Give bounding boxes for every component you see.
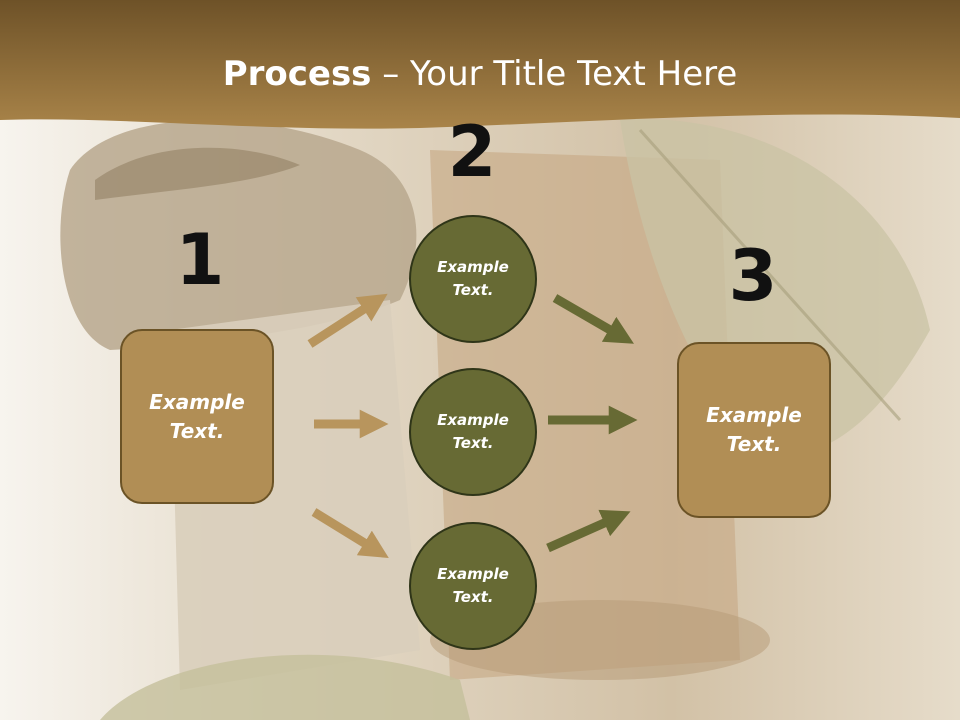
- box-left-line2: Text.: [169, 418, 225, 443]
- step-box-left: Example Text.: [120, 329, 274, 504]
- title-bold: Process: [222, 54, 372, 94]
- circle-middle: Example Text.: [409, 368, 537, 496]
- box-right-line1: Example: [706, 403, 802, 427]
- title-rest: – Your Title Text Here: [371, 54, 738, 94]
- box-left-line1: Example: [149, 389, 245, 414]
- circle-top: Example Text.: [409, 215, 537, 343]
- step-box-right: Example Text.: [677, 342, 831, 518]
- circle-top-line2: Text.: [452, 281, 494, 299]
- step-number-2: 2: [447, 111, 497, 193]
- slide-title: Process – Your Title Text Here: [0, 52, 960, 96]
- circle-middle-line2: Text.: [452, 434, 494, 452]
- circle-bottom-line1: Example: [437, 565, 509, 583]
- box-right-line2: Text.: [726, 432, 782, 456]
- circle-middle-line1: Example: [437, 411, 509, 429]
- step-number-1: 1: [175, 219, 225, 301]
- circle-bottom-line2: Text.: [452, 588, 494, 606]
- circle-bottom: Example Text.: [409, 522, 537, 650]
- step-number-3: 3: [728, 235, 778, 317]
- circle-top-line1: Example: [437, 258, 509, 276]
